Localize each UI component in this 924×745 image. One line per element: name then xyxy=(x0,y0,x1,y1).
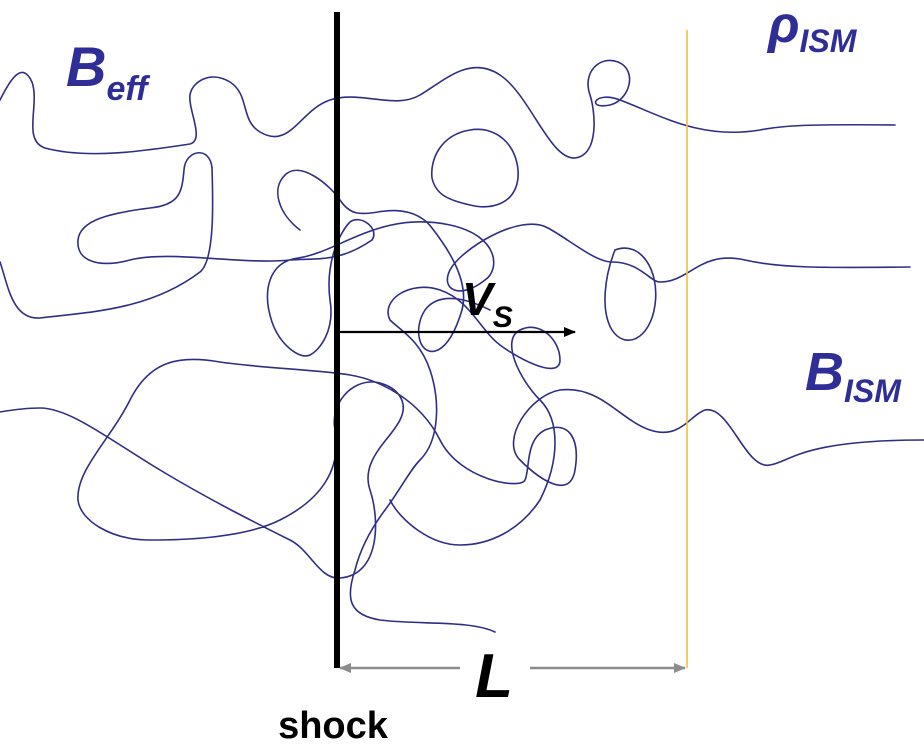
b-eff-main: B xyxy=(66,35,106,98)
b-ism-main: B xyxy=(805,342,844,402)
field-line-5 xyxy=(276,169,491,353)
field-line-2 xyxy=(0,151,911,357)
b-ism-label: BISM xyxy=(805,342,902,409)
rho-ism-main: ρ xyxy=(766,0,799,54)
field-line-7 xyxy=(604,247,657,341)
rho-ism-label: ρISM xyxy=(766,0,858,59)
velocity-sub: S xyxy=(493,301,513,334)
field-line-6 xyxy=(430,128,519,208)
shock-label: shock xyxy=(278,705,389,745)
field-line-1 xyxy=(0,59,896,159)
velocity-label: VS xyxy=(462,273,513,334)
velocity-main: V xyxy=(462,273,496,325)
b-ism-sub: ISM xyxy=(844,373,902,409)
b-eff-label: Beff xyxy=(66,35,151,108)
length-label: L xyxy=(475,642,513,711)
rho-ism-sub: ISM xyxy=(799,23,857,59)
field-line-3 xyxy=(0,358,924,579)
field-line-4 xyxy=(349,286,561,633)
b-eff-sub: eff xyxy=(106,70,151,108)
